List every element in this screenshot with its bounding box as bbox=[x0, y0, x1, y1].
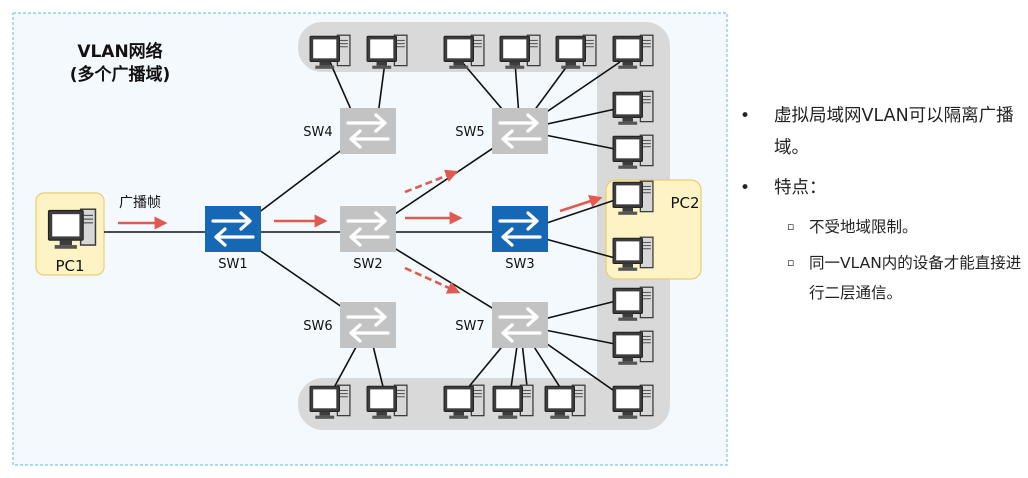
sw7-label: SW7 bbox=[455, 319, 484, 334]
switch-sw5 bbox=[492, 108, 548, 154]
sub-bullet-marker: ▫ bbox=[787, 256, 795, 269]
broadcast-frame-label: 广播帧 bbox=[119, 195, 161, 211]
sub-bullet-text: 同一VLAN内的设备才能直接进行二层通信。 bbox=[809, 254, 1022, 302]
switch-sw6 bbox=[340, 302, 396, 348]
switch-sw7 bbox=[492, 302, 548, 348]
sub-bullet-item: ▫ 不受地域限制。 bbox=[740, 212, 1025, 242]
broadcast-arrow-sw3-pc2 bbox=[559, 195, 603, 213]
sub-bullet-marker: ▫ bbox=[787, 220, 795, 233]
bullet-text: 虚拟局域网VLAN可以隔离广播域。 bbox=[774, 106, 1014, 158]
bullet-item: • 虚拟局域网VLAN可以隔离广播域。 bbox=[740, 100, 1025, 164]
sw2-label: SW2 bbox=[353, 257, 382, 272]
bullet-text: 特点： bbox=[774, 178, 827, 198]
switch-sw2 bbox=[340, 206, 396, 252]
sub-bullet-text: 不受地域限制。 bbox=[809, 218, 918, 236]
sw5-label: SW5 bbox=[455, 125, 484, 140]
vlan-network-diagram: VLAN网络 (多个广播域) bbox=[12, 12, 728, 466]
bullet-list: • 虚拟局域网VLAN可以隔离广播域。 • 特点： ▫ 不受地域限制。 ▫ 同一… bbox=[740, 100, 1025, 314]
sw1-label: SW1 bbox=[218, 257, 247, 272]
sub-bullet-item: ▫ 同一VLAN内的设备才能直接进行二层通信。 bbox=[740, 248, 1025, 308]
broadcast-arrows bbox=[118, 169, 603, 294]
sw4-label: SW4 bbox=[303, 125, 332, 140]
pc2-label: PC2 bbox=[670, 194, 699, 212]
sw3-label: SW3 bbox=[505, 257, 534, 272]
bullet-marker: • bbox=[740, 178, 751, 198]
diagram-title-line1: VLAN网络 bbox=[77, 41, 162, 62]
switch-sw1 bbox=[205, 206, 261, 252]
diagram-title-line2: (多个广播域) bbox=[70, 64, 171, 85]
broadcast-arrow-sw2-sw7 bbox=[404, 266, 461, 294]
bullet-marker: • bbox=[740, 106, 751, 126]
pc1-label: PC1 bbox=[55, 257, 84, 275]
switch-sw3 bbox=[492, 206, 548, 252]
broadcast-arrow-sw2-sw5 bbox=[404, 169, 459, 194]
switch-sw4 bbox=[340, 108, 396, 154]
bullet-item: • 特点： bbox=[740, 172, 1025, 204]
sw6-label: SW6 bbox=[303, 319, 332, 334]
